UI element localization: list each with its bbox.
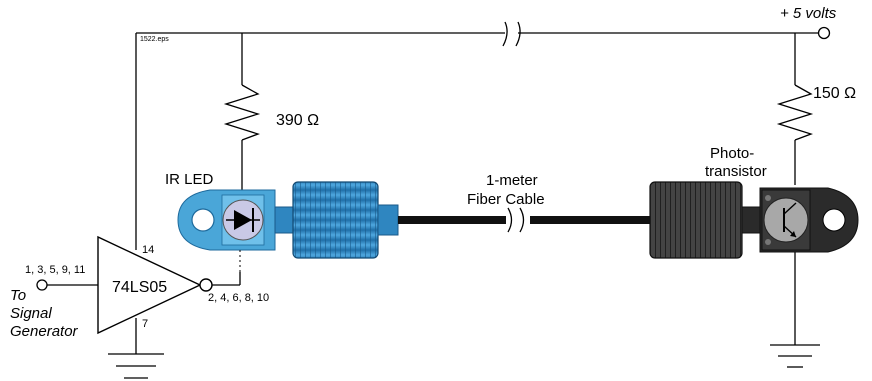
- cable-label-line2: Fiber Cable: [467, 191, 545, 208]
- phototransistor-label-line1: Photo-: [710, 145, 754, 162]
- r2-label: 150 Ω: [813, 85, 856, 102]
- output-pins-label: 2, 4, 6, 8, 10: [208, 292, 269, 304]
- supply-label: + 5 volts: [780, 5, 837, 22]
- file-tag: 1522.eps: [140, 36, 169, 43]
- resistor-150: [776, 33, 814, 345]
- input-pins-label: 1, 3, 5, 9, 11: [25, 264, 85, 276]
- cable-label-line1: 1-meter: [486, 172, 538, 189]
- signal-label-line2: Signal: [10, 305, 52, 322]
- phototransistor-label-line2: transistor: [705, 163, 767, 180]
- fiber-cable: [398, 207, 650, 233]
- led-connector: [274, 181, 399, 259]
- ic-name: 74LS05: [112, 279, 167, 296]
- pin-vcc-label: 14: [142, 244, 154, 256]
- input-wire: [36, 279, 98, 291]
- ground-right: [770, 344, 820, 368]
- ir-led-housing: [177, 189, 276, 251]
- phototransistor-connector: [649, 181, 763, 259]
- r1-label: 390 Ω: [276, 112, 319, 129]
- pin-gnd-label: 7: [142, 318, 148, 330]
- output-wire: [212, 272, 241, 286]
- signal-label-line1: To: [10, 287, 26, 304]
- supply-rail: [136, 21, 831, 47]
- signal-label-line3: Generator: [10, 323, 79, 340]
- ir-led-label: IR LED: [165, 171, 214, 188]
- ground-left: [108, 318, 164, 379]
- phototransistor-housing: [759, 187, 859, 253]
- resistor-390: [223, 33, 261, 190]
